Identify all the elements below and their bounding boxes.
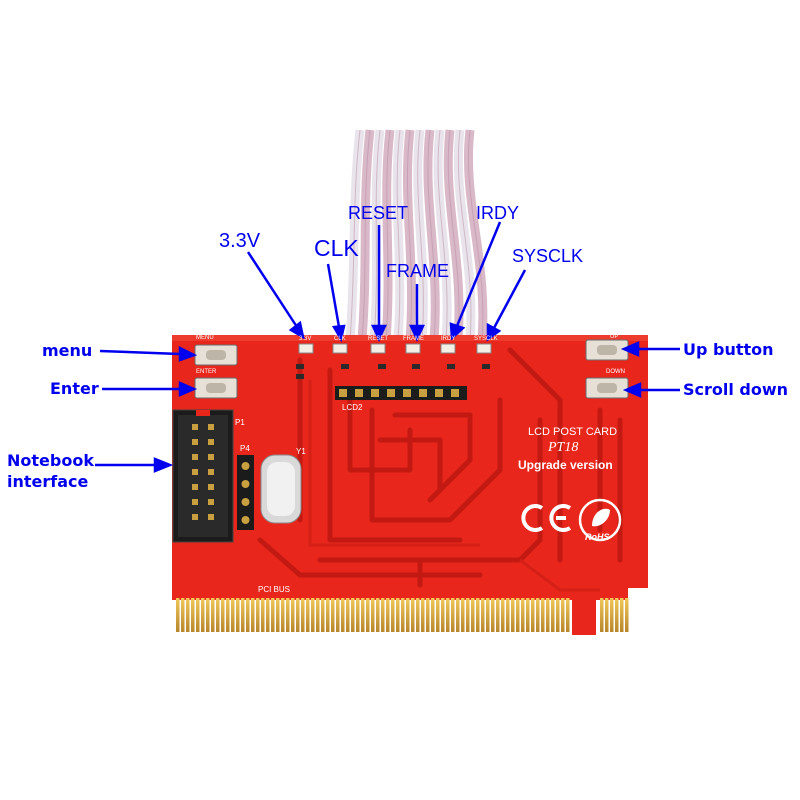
ribbon-cable xyxy=(345,129,488,341)
card-title: LCD POST CARD xyxy=(528,426,618,438)
button-enter xyxy=(194,377,238,399)
silk-led-frame: FRAME xyxy=(403,336,424,342)
label-menu: menu xyxy=(42,341,93,360)
led-clk xyxy=(332,343,348,354)
button-up xyxy=(585,339,629,361)
callout-arrows xyxy=(95,221,680,473)
label-irdy: IRDY xyxy=(476,203,520,223)
label-reset: RESET xyxy=(348,203,409,223)
silk-led-sysclk: SYSCLK xyxy=(474,336,498,342)
silk-up: UP xyxy=(610,334,619,340)
rohs-mark xyxy=(578,498,622,542)
label-sysclk: SYSCLK xyxy=(512,246,584,266)
led-reset xyxy=(370,343,386,354)
pci-bus-label: PCI BUS xyxy=(258,585,291,594)
crystal-label: Y1 xyxy=(296,447,306,456)
silk-enter: ENTER xyxy=(196,369,217,375)
rohs-label: RoHS xyxy=(585,532,610,542)
ce-mark xyxy=(521,504,572,532)
led-irdy xyxy=(440,343,456,354)
silk-led-3v3: 3.3V xyxy=(299,336,312,342)
silk-down: DOWN xyxy=(606,369,625,375)
jumper-label: P4 xyxy=(240,444,250,453)
label-frame: FRAME xyxy=(386,261,449,281)
button-down xyxy=(585,377,629,399)
led-3v3 xyxy=(298,343,314,354)
silk-menu: MENU xyxy=(196,335,214,341)
silk-led-clk: CLK xyxy=(334,336,346,342)
led-frame xyxy=(405,343,421,354)
lcd-header-label: LCD2 xyxy=(342,403,363,412)
led-row xyxy=(298,343,492,354)
card-model: PT18 xyxy=(548,440,579,455)
label-3v3: 3.3V xyxy=(219,230,261,252)
label-clk: CLK xyxy=(314,235,359,261)
pci-edge-connector xyxy=(176,598,629,632)
connector-label: P1 xyxy=(235,418,245,427)
pcb-board xyxy=(172,335,648,635)
crystal-y1 xyxy=(260,454,302,524)
card-subtitle: Upgrade version xyxy=(518,458,613,472)
label-notebook-interface: Notebook interface xyxy=(7,451,94,491)
led-sysclk xyxy=(476,343,492,354)
silk-led-reset: RESET xyxy=(368,336,389,342)
silk-led-irdy: IRDY xyxy=(441,336,456,342)
label-scroll-down: Scroll down xyxy=(683,380,789,399)
label-enter: Enter xyxy=(50,379,99,398)
jumper-p4 xyxy=(237,455,254,530)
label-up-button: Up button xyxy=(683,340,774,359)
notebook-connector xyxy=(172,409,234,543)
lcd-header xyxy=(335,386,467,400)
button-menu xyxy=(194,344,238,366)
